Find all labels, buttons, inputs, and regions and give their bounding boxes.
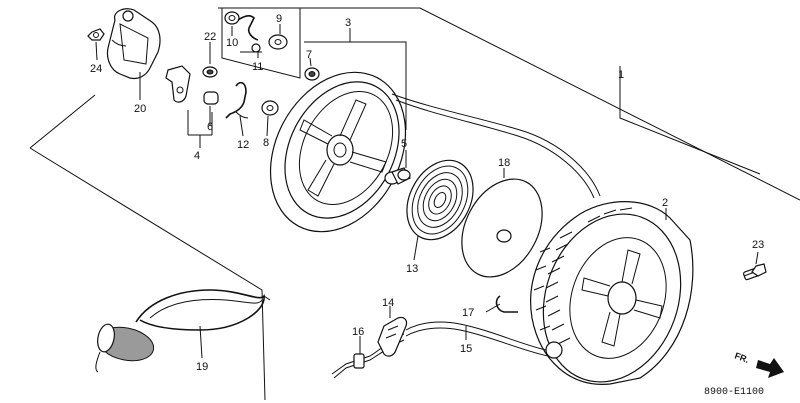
front-arrow-icon: [756, 358, 784, 378]
part-1-label: 1: [618, 69, 624, 81]
cover-drawing: [106, 8, 161, 80]
part-12-label: 12: [237, 139, 249, 151]
part-14-label: 14: [382, 297, 394, 309]
part-15-label: 15: [460, 343, 472, 355]
part-18-label: 18: [498, 157, 510, 169]
bolt-23-drawing: [743, 263, 767, 281]
plate-drawing: [461, 178, 543, 278]
part-6-label: 6: [207, 121, 213, 133]
part-9-label: 9: [276, 13, 282, 25]
hardware-box: [221, 8, 301, 79]
callouts: 1 2 3 4 5 6 7 8 9 10 11 12 13 14 15 16 1…: [90, 13, 764, 373]
part-3-label: 3: [345, 17, 351, 29]
part-13-label: 13: [406, 263, 418, 275]
part-17-label: 17: [462, 307, 474, 319]
reel-drawing: [269, 71, 407, 233]
part-19-label: 19: [196, 361, 208, 373]
diagram-code: 8900-E1100: [704, 387, 764, 398]
bushing-7-drawing: [304, 67, 320, 81]
knob-14-drawing: [377, 316, 408, 357]
part-5-label: 5: [401, 138, 407, 150]
washer-8-drawing: [261, 100, 279, 116]
part-22-label: 22: [204, 31, 216, 43]
ratchet-drawing: [165, 65, 219, 148]
leader-lines: [95, 24, 761, 359]
part-20-label: 20: [134, 103, 146, 115]
collar-5-drawing: [384, 167, 411, 185]
part-2-label: 2: [662, 197, 668, 209]
part-23-label: 23: [752, 239, 764, 251]
direction-label: FR.: [733, 350, 750, 364]
starter-case-drawing: [530, 201, 694, 385]
part-7-label: 7: [306, 49, 312, 61]
part-4-label: 4: [194, 150, 200, 162]
nut-24-drawing: [87, 28, 105, 41]
recoil-spring-drawing: [406, 159, 474, 241]
assembly-outline: [29, 7, 800, 401]
part-24-label: 24: [90, 63, 102, 75]
part-11-label: 11: [252, 61, 263, 73]
rope-assembly-19-drawing: [95, 289, 271, 373]
part-8-label: 8: [263, 137, 269, 149]
spring-12-drawing: [225, 81, 249, 119]
part-16-label: 16: [352, 326, 364, 338]
part-10-label: 10: [226, 37, 238, 49]
direction-indicator: FR.: [733, 350, 784, 378]
grip-16-drawing: [353, 353, 365, 369]
rope-15-drawing: [331, 321, 563, 379]
rope-path: [391, 93, 601, 199]
